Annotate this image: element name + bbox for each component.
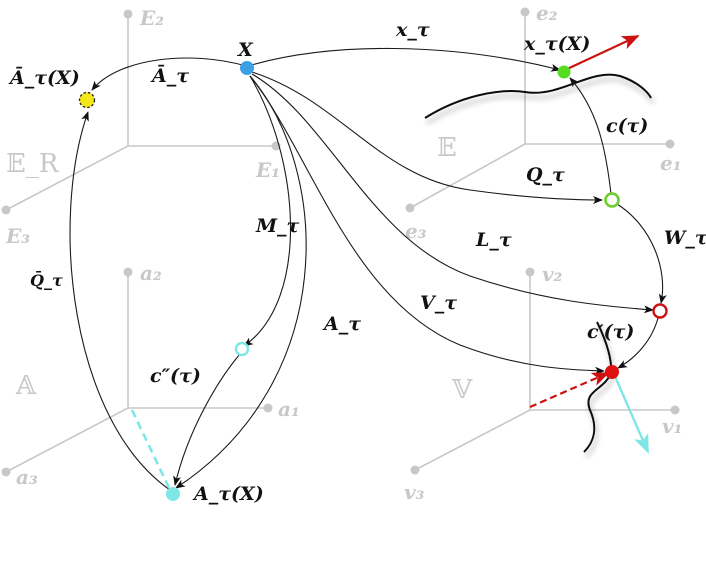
arrow-x-tau <box>247 47 561 72</box>
space-label-vector: 𝕍 <box>451 375 473 405</box>
label-point-x-tau: x_τ(X) <box>523 33 590 55</box>
label-map-A-bar-tau: Ā_τ <box>150 65 189 87</box>
arrow-Q-tau <box>251 71 603 204</box>
axis-label-e1: e₁ <box>660 151 681 175</box>
axis-label-E1: E₁ <box>255 158 280 182</box>
arrow-c-prime <box>617 317 659 369</box>
arrow-M-tau <box>243 75 292 347</box>
space-label-spatial: 𝔼 <box>437 133 457 163</box>
axis-label-v3: v₃ <box>404 480 425 504</box>
vector-space-axes: v₂ v₁ v₃ 𝕍 <box>404 262 682 504</box>
label-map-M-tau: M_τ <box>255 215 300 237</box>
arrow-W-tau <box>616 203 667 304</box>
axis-label-a1: a₁ <box>278 397 300 421</box>
vector-curve <box>583 321 613 453</box>
ring-cyan <box>234 341 250 357</box>
label-c-tau: c(τ) <box>606 115 648 137</box>
axis-label-e3: e₃ <box>405 219 427 243</box>
axis-label-a2: a₂ <box>140 261 162 285</box>
cyan-dashed-vector <box>130 409 172 491</box>
label-c-double-prime-tau: c″(τ) <box>150 365 201 387</box>
tangent-vector-dashed <box>529 371 610 409</box>
space-label-algebra: 𝔸 <box>15 371 37 401</box>
algebra-space-axes: a₂ a₁ a₃ 𝔸 <box>1 261 300 489</box>
point-A-tau <box>166 487 180 501</box>
point-x-tau <box>557 65 571 79</box>
label-map-V-tau: V_τ <box>420 292 457 314</box>
space-label-material: 𝔼_R <box>6 149 60 179</box>
label-point-X: X <box>237 39 254 61</box>
label-c-prime-tau: c′(τ) <box>587 321 634 343</box>
label-map-W-tau: W_τ <box>664 227 706 249</box>
arrow-A-tau <box>175 75 307 489</box>
arrow-c-tau <box>569 77 612 195</box>
arrow-A-bar-tau <box>91 57 247 91</box>
point-X <box>240 61 254 75</box>
axis-label-E3: E₃ <box>5 224 30 248</box>
arrow-c-double-prime <box>173 353 241 486</box>
label-point-A-bar-tau: Ā_τ(X) <box>8 67 80 89</box>
point-A-bar-tau <box>78 91 96 109</box>
spatial-space-axes: e₂ e₁ e₃ 𝔼 <box>405 1 681 243</box>
axis-label-v2: v₂ <box>542 262 563 286</box>
label-map-Q-tau: Q_τ <box>526 164 565 186</box>
material-space-axes: E₂ E₁ E₃ 𝔼_R <box>1 6 281 248</box>
cyan-vector <box>612 373 650 454</box>
label-point-A-tau: A_τ(X) <box>192 483 264 505</box>
label-map-L-tau: L_τ <box>475 229 512 251</box>
ring-green <box>604 192 620 208</box>
label-map-Q-bar-tau: Q̄_τ <box>30 270 63 290</box>
axis-label-a3: a₃ <box>16 465 38 489</box>
axis-label-v1: v₁ <box>662 414 682 438</box>
axis-label-E2: E₂ <box>139 6 164 30</box>
arrow-Q-bar-tau <box>69 111 171 491</box>
label-map-x-tau: x_τ <box>395 19 430 41</box>
arrow-V-tau <box>249 75 605 375</box>
arrow-L-tau <box>251 73 654 314</box>
axis-label-e2: e₂ <box>536 1 558 25</box>
point-red <box>605 365 619 379</box>
spatial-curve <box>424 73 652 119</box>
ring-red <box>652 303 668 319</box>
mapping-arrows <box>69 47 667 491</box>
label-map-A-tau: A_τ <box>322 313 361 335</box>
tangent-vector-spatial <box>564 35 640 71</box>
